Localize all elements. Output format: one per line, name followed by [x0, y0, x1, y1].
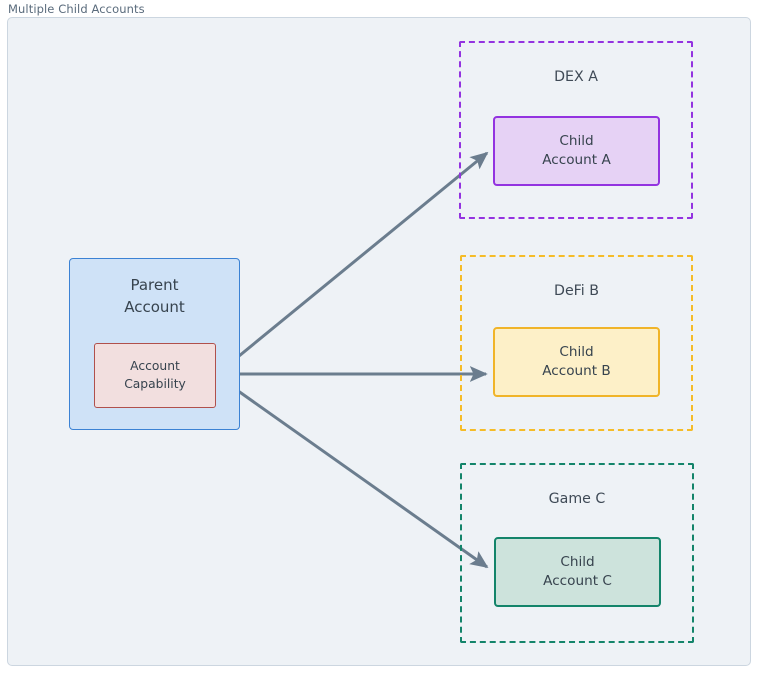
- child-account-b-label-line2: Account B: [542, 363, 611, 379]
- child-account-c-label-line2: Account C: [543, 573, 612, 589]
- account-capability-label-line1: Account: [130, 359, 180, 374]
- group-game-c-label: Game C: [548, 491, 606, 507]
- group-defi-b-label: DeFi B: [554, 283, 599, 299]
- parent-account-title: Parent Account: [70, 275, 239, 319]
- parent-account-title-line2: Account: [124, 297, 185, 316]
- child-account-c-node[interactable]: Child Account C: [494, 537, 661, 607]
- group-dex-a[interactable]: DEX A: [459, 41, 693, 219]
- parent-account-title-line1: Parent: [130, 276, 179, 294]
- group-defi-b[interactable]: DeFi B: [460, 255, 693, 431]
- account-capability-label-line2: Capability: [124, 376, 186, 391]
- child-account-c-label-line1: Child: [560, 553, 595, 570]
- group-dex-a-label: DEX A: [554, 69, 598, 85]
- child-account-a-label-line2: Account A: [542, 152, 611, 168]
- account-capability-node[interactable]: Account Capability: [94, 343, 216, 408]
- child-account-a-label-line1: Child: [559, 132, 594, 149]
- diagram-caption: Multiple Child Accounts: [8, 2, 145, 16]
- group-game-c[interactable]: Game C: [460, 463, 694, 643]
- child-account-a-node[interactable]: Child Account A: [493, 116, 660, 186]
- child-account-b-label-line1: Child: [559, 343, 594, 360]
- child-account-b-node[interactable]: Child Account B: [493, 327, 660, 397]
